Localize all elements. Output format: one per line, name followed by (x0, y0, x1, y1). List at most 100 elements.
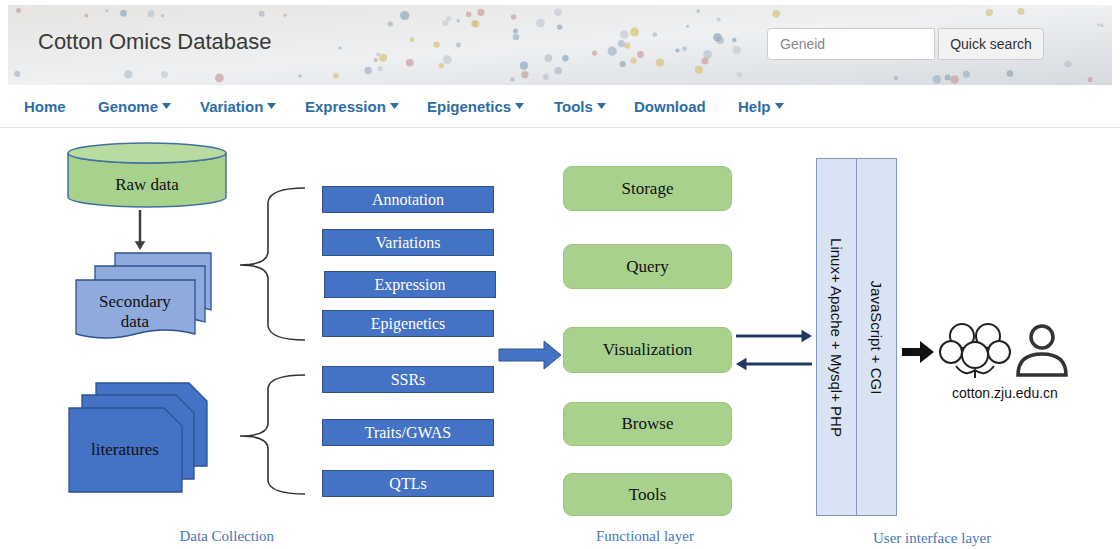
user-icon (1018, 326, 1066, 375)
banner-dot (161, 71, 168, 78)
banner-dot (376, 53, 380, 57)
site-title: Cotton Omics Database (38, 29, 272, 54)
document-stack: Secondary data (75, 252, 212, 343)
banner-dot (374, 58, 378, 62)
banner-dot (161, 14, 164, 17)
node-text: Browse (622, 414, 674, 434)
banner-dot (388, 21, 393, 26)
search-input: Geneid (767, 28, 935, 60)
literature-stack: literatures (68, 382, 208, 494)
nav-item: Download (634, 96, 706, 116)
banner-dot (562, 55, 568, 61)
user-head (1031, 326, 1053, 348)
cotton-puff (988, 341, 1010, 363)
nav-link: Home (24, 98, 66, 115)
banner-dot (511, 14, 517, 20)
caret-shape (515, 103, 524, 109)
node-text: SSRs (391, 371, 426, 389)
literature-sheet (69, 408, 182, 492)
banner-dot (443, 20, 449, 26)
banner-dot (620, 30, 629, 39)
banner-dot (950, 75, 959, 84)
curly-bracket (240, 375, 305, 494)
banner-dot (945, 75, 951, 81)
node-text: Query (626, 257, 668, 277)
banner-dot (410, 37, 415, 42)
banner-dot (513, 34, 520, 41)
banner-dot (520, 62, 528, 70)
cotton-stem (974, 370, 976, 378)
nav-item: Home (24, 96, 66, 116)
data-box: QTLs (322, 470, 494, 497)
node-text: Linux+ Apache + Mysql+ PHP (828, 238, 845, 437)
connector-arrow (736, 330, 812, 343)
banner-dot (773, 10, 781, 18)
node-text: JavaScript + CGI (868, 280, 885, 394)
function-box: Browse (563, 402, 732, 446)
dropdown-caret (597, 103, 606, 109)
banner-dot (701, 57, 708, 64)
node-text: QTLs (389, 475, 426, 493)
curly-bracket (240, 188, 305, 340)
nav-item: Genome (98, 96, 171, 116)
nav-link: Genome (98, 98, 158, 115)
banner-dot (85, 14, 89, 18)
banner-dot (686, 25, 689, 28)
literature-stack-outline (68, 382, 208, 494)
banner-dot (124, 70, 132, 78)
banner-dot (339, 46, 342, 49)
node-text: Quick search (950, 36, 1032, 52)
layer-label: User interface layer (873, 530, 991, 546)
banner-dot (1100, 24, 1103, 27)
dropdown-caret (775, 103, 784, 109)
banner-dot (406, 59, 414, 67)
database-cylinder: Raw data (67, 142, 227, 208)
banner-dot (284, 14, 287, 17)
banner-dot (545, 54, 553, 62)
data-box: Expression (324, 271, 496, 298)
title-holder: Cotton Omics Database (38, 29, 272, 55)
banner-dot (733, 46, 741, 54)
layer-label: Data Collection (180, 528, 275, 544)
banner-pattern (14, 8, 1104, 84)
nav-link: Variation (200, 98, 263, 115)
banner-dot (14, 71, 20, 77)
function-box: Query (563, 244, 732, 289)
nav-link: Help (738, 98, 771, 115)
banner-dot (477, 9, 484, 16)
block-arrow (499, 341, 561, 369)
banner-dot (16, 8, 21, 13)
layer-label: Functional layer (596, 528, 694, 544)
layer-label-holder: User interface layer (873, 529, 991, 547)
banner-dot (457, 19, 460, 22)
banner-dot (400, 11, 409, 20)
caret-shape (597, 103, 606, 109)
banner-dot (717, 17, 721, 21)
node-text: Epigenetics (371, 315, 446, 333)
caret-shape (390, 103, 399, 109)
search-button: Quick search (938, 28, 1044, 60)
banner-dot (713, 33, 722, 42)
node-text: literatures (91, 440, 159, 460)
arrow-line (139, 210, 142, 243)
nav-item: Expression (305, 96, 399, 116)
banner-dot (446, 16, 451, 21)
function-box: Storage (563, 166, 732, 211)
node-text: Visualization (603, 340, 693, 360)
dropdown-caret (515, 103, 524, 109)
node-text: Geneid (780, 36, 825, 52)
node-text: Variations (376, 234, 441, 252)
caret-shape (162, 103, 171, 109)
arrow-head (135, 241, 146, 250)
dropdown-caret (162, 103, 171, 109)
data-box: Epigenetics (322, 310, 494, 337)
banner-dot (653, 32, 658, 37)
url-label-holder: cotton.zju.edu.cn (952, 384, 1058, 402)
data-box: Variations (322, 229, 494, 256)
layer-label-holder: Data Collection (180, 527, 275, 545)
banner-dot (592, 50, 597, 55)
connector-arrow (135, 210, 146, 250)
banner-dot (630, 28, 639, 37)
function-box: Visualization (563, 327, 732, 373)
banner-dot (637, 51, 644, 58)
